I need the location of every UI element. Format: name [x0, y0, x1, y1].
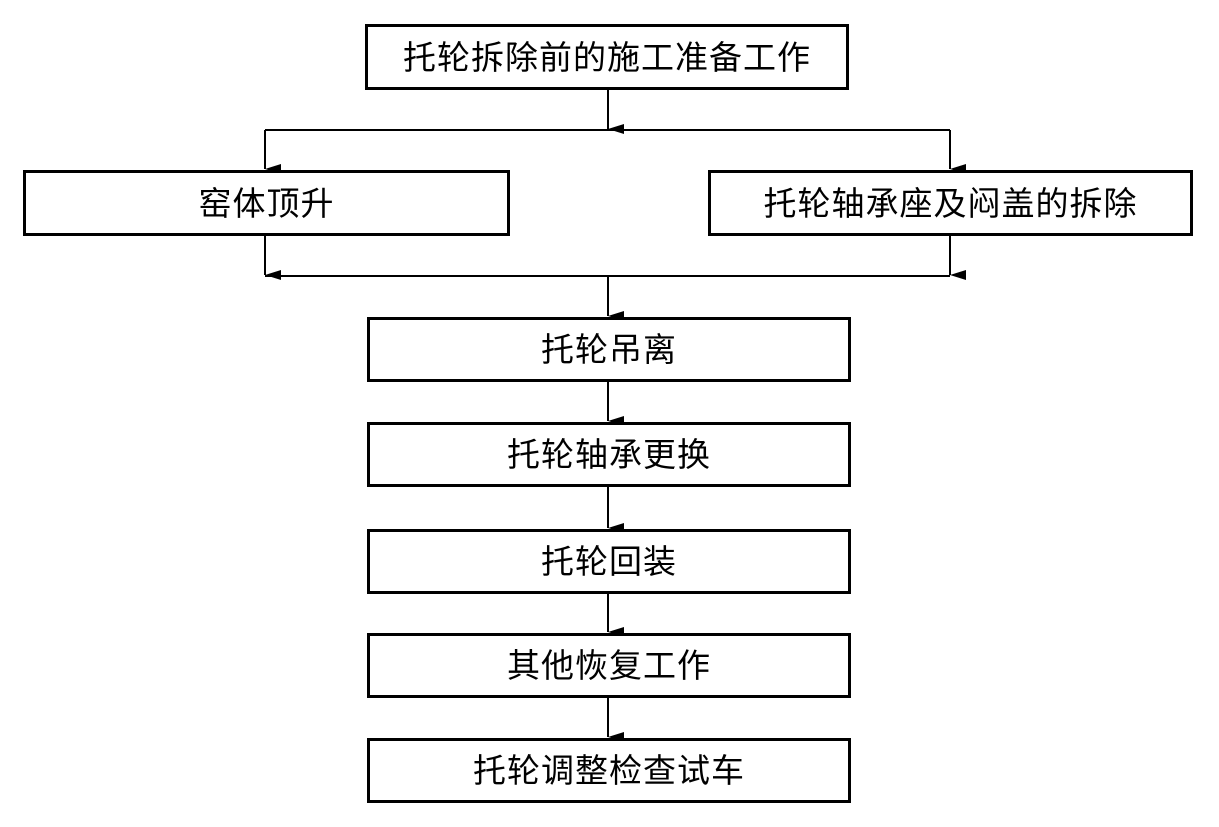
node-label: 托轮轴承座及闷盖的拆除 — [763, 183, 1138, 223]
node-other-restoration: 其他恢复工作 — [367, 633, 851, 698]
node-label: 托轮调整检查试车 — [473, 751, 745, 790]
node-bearing-seat-removal: 托轮轴承座及闷盖的拆除 — [708, 170, 1193, 236]
node-bearing-replacement: 托轮轴承更换 — [367, 422, 851, 487]
node-construction-preparation: 托轮拆除前的施工准备工作 — [365, 24, 849, 90]
node-label: 托轮回装 — [541, 542, 677, 581]
node-label: 托轮吊离 — [541, 330, 677, 369]
node-label: 托轮轴承更换 — [507, 435, 711, 474]
node-label: 窑体顶升 — [198, 183, 335, 223]
node-adjustment-test-run: 托轮调整检查试车 — [367, 738, 851, 803]
node-kiln-lifting: 窑体顶升 — [23, 170, 510, 236]
node-roller-reinstallation: 托轮回装 — [367, 529, 851, 594]
node-label: 托轮拆除前的施工准备工作 — [403, 37, 811, 77]
node-roller-hoisting: 托轮吊离 — [367, 317, 851, 382]
node-label: 其他恢复工作 — [507, 646, 711, 685]
